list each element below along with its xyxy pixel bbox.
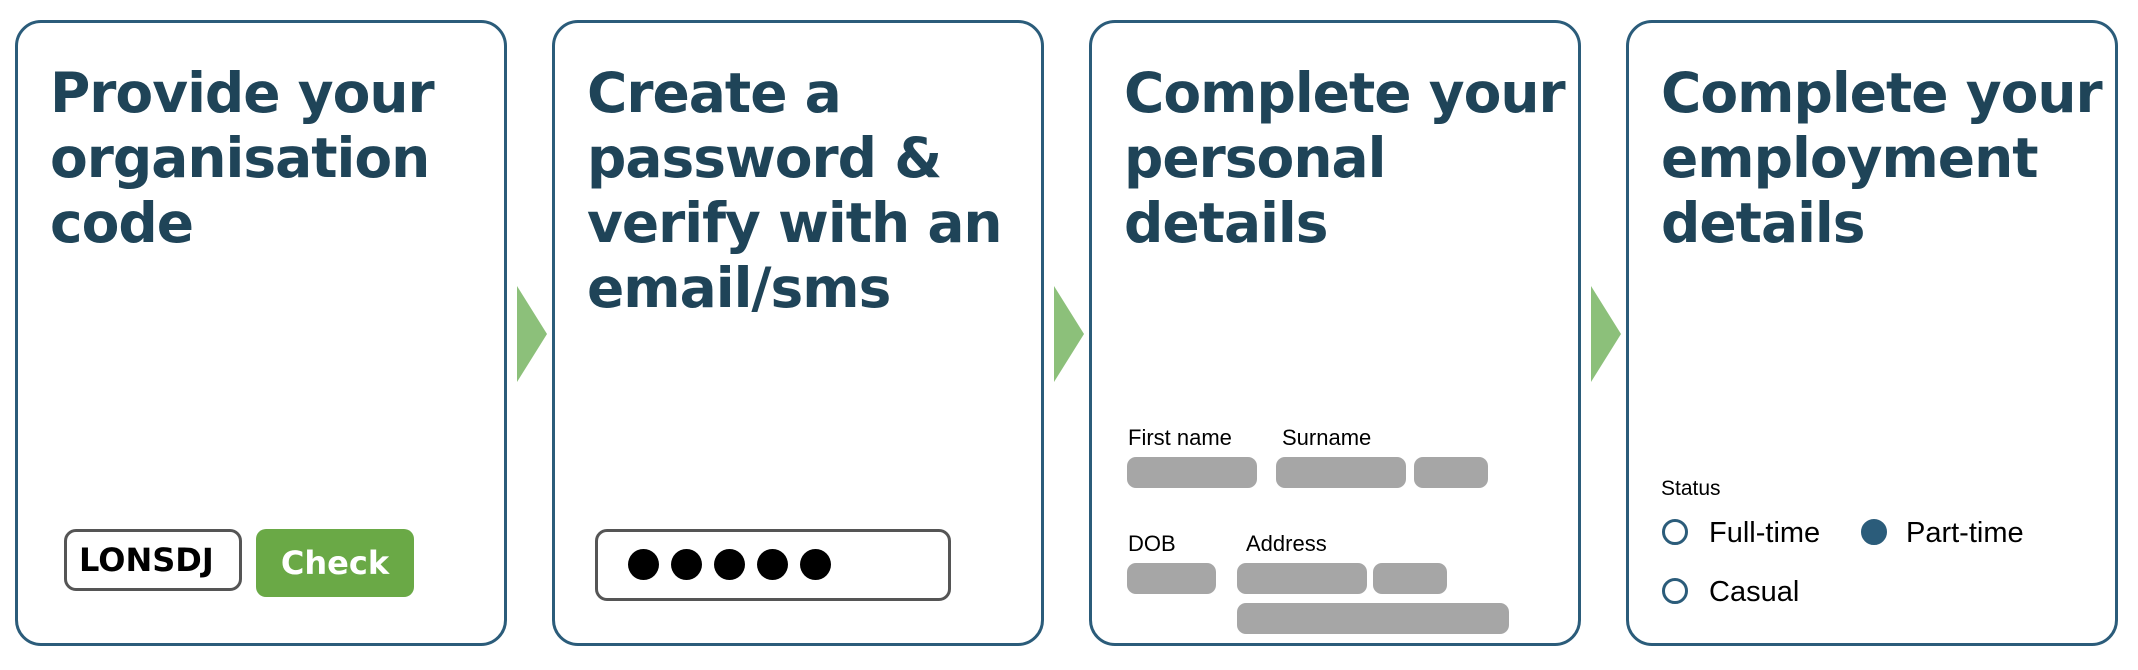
casual-radio[interactable] (1662, 578, 1688, 604)
dob-label: DOB (1128, 531, 1176, 556)
full-time-label: Full-time (1709, 517, 1821, 549)
step-card-password: Create a password & verify with an email… (552, 20, 1044, 646)
password-dot (714, 549, 745, 580)
surname-field[interactable] (1276, 457, 1406, 488)
first-name-label: First name (1128, 425, 1232, 450)
address-label: Address (1246, 531, 1327, 556)
address-line-2-field[interactable] (1237, 603, 1509, 634)
step-card-employment-details: Complete your employment details Status … (1626, 20, 2118, 646)
dob-field[interactable] (1127, 563, 1216, 594)
password-dot (628, 549, 659, 580)
arrow-right-icon (517, 286, 547, 382)
surname-label: Surname (1282, 425, 1372, 450)
step-title: Create a password & verify with an email… (587, 61, 1003, 320)
password-dot (671, 549, 702, 580)
password-dot (757, 549, 788, 580)
casual-label: Casual (1709, 576, 1800, 608)
address-field[interactable] (1237, 563, 1367, 594)
surname-extra-field[interactable] (1414, 457, 1488, 488)
organisation-code-input[interactable]: LONSDJ (64, 529, 242, 591)
first-name-field[interactable] (1127, 457, 1257, 488)
part-time-radio[interactable] (1861, 519, 1887, 545)
step-title: Complete your employment details (1661, 61, 2103, 255)
status-label: Status (1661, 477, 1721, 500)
password-dot (800, 549, 831, 580)
password-input[interactable] (595, 529, 951, 601)
address-extra-field[interactable] (1373, 563, 1447, 594)
part-time-label: Part-time (1906, 517, 2024, 549)
step-title: Complete your personal details (1124, 61, 1566, 255)
arrow-right-icon (1591, 286, 1621, 382)
step-card-organisation-code: Provide your organisation code LONSDJ Ch… (15, 20, 507, 646)
check-button[interactable]: Check (256, 529, 414, 597)
full-time-radio[interactable] (1662, 519, 1688, 545)
step-title: Provide your organisation code (50, 61, 435, 255)
arrow-right-icon (1054, 286, 1084, 382)
step-card-personal-details: Complete your personal details First nam… (1089, 20, 1581, 646)
